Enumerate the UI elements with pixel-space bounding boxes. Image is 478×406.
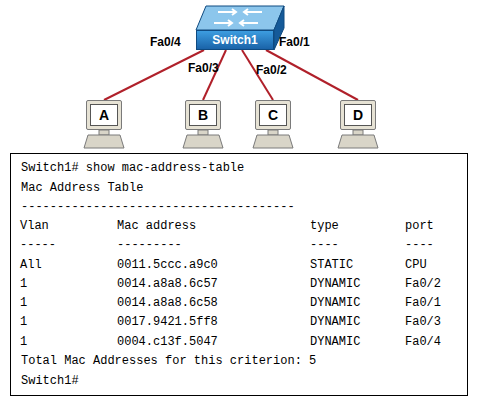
table-cell: Fa0/4 [405, 335, 441, 349]
table-cell: 1 [20, 315, 27, 329]
prompt: Switch1# [21, 374, 79, 388]
table-title: Mac Address Table [21, 181, 143, 195]
column-separator: ---- [405, 238, 434, 252]
pc-monitor: C [255, 100, 291, 130]
port-label: Fa0/1 [279, 35, 310, 49]
network-cable [203, 50, 226, 100]
port-label: Fa0/4 [150, 35, 181, 49]
column-header: type [310, 219, 339, 233]
pc-base [84, 130, 378, 148]
port-label: Fa0/2 [256, 63, 287, 77]
column-header: Mac address [117, 219, 196, 233]
table-cell: Fa0/2 [405, 277, 441, 291]
column-separator: --------- [117, 238, 182, 252]
column-header: port [405, 219, 434, 233]
pc-letter: D [344, 104, 372, 126]
switch-icon: Switch1 [196, 30, 274, 50]
table-cell: Fa0/1 [405, 296, 441, 310]
table-cell: 0017.9421.5ff8 [117, 315, 218, 329]
table-cell: 1 [20, 277, 27, 291]
device-name: Switch1 [212, 33, 257, 47]
table-cell: DYNAMIC [310, 315, 360, 329]
table-cell: 0014.a8a8.6c58 [117, 296, 218, 310]
pc-letter: A [90, 104, 118, 126]
table-cell: DYNAMIC [310, 296, 360, 310]
pc-monitor: B [185, 100, 221, 130]
pc-monitor: D [340, 100, 376, 130]
network-cable [104, 50, 204, 100]
separator: -------------------------------------- [21, 200, 295, 214]
table-cell: 0011.5ccc.a9c0 [117, 258, 218, 272]
command-line: Switch1# show mac-address-table [21, 161, 244, 175]
column-separator: ----- [20, 238, 56, 252]
table-cell: CPU [405, 258, 427, 272]
table-cell: 1 [20, 335, 27, 349]
port-label: Fa0/3 [188, 61, 219, 75]
table-cell: All [20, 258, 42, 272]
column-separator: ---- [310, 238, 339, 252]
pc-letter: C [259, 104, 287, 126]
table-cell: DYNAMIC [310, 277, 360, 291]
column-header: Vlan [20, 219, 49, 233]
table-cell: STATIC [310, 258, 353, 272]
table-cell: DYNAMIC [310, 335, 360, 349]
table-cell: 1 [20, 296, 27, 310]
table-cell: 0014.a8a8.6c57 [117, 277, 218, 291]
table-cell: Fa0/3 [405, 315, 441, 329]
summary-line: Total Mac Addresses for this criterion: … [21, 354, 316, 368]
terminal-output: Switch1# show mac-address-tableMac Addre… [10, 153, 468, 396]
switch-arrows [214, 9, 262, 26]
pc-letter: B [189, 104, 217, 126]
switch-top [196, 6, 284, 30]
table-cell: 0004.c13f.5047 [117, 335, 218, 349]
pc-monitor: A [86, 100, 122, 130]
